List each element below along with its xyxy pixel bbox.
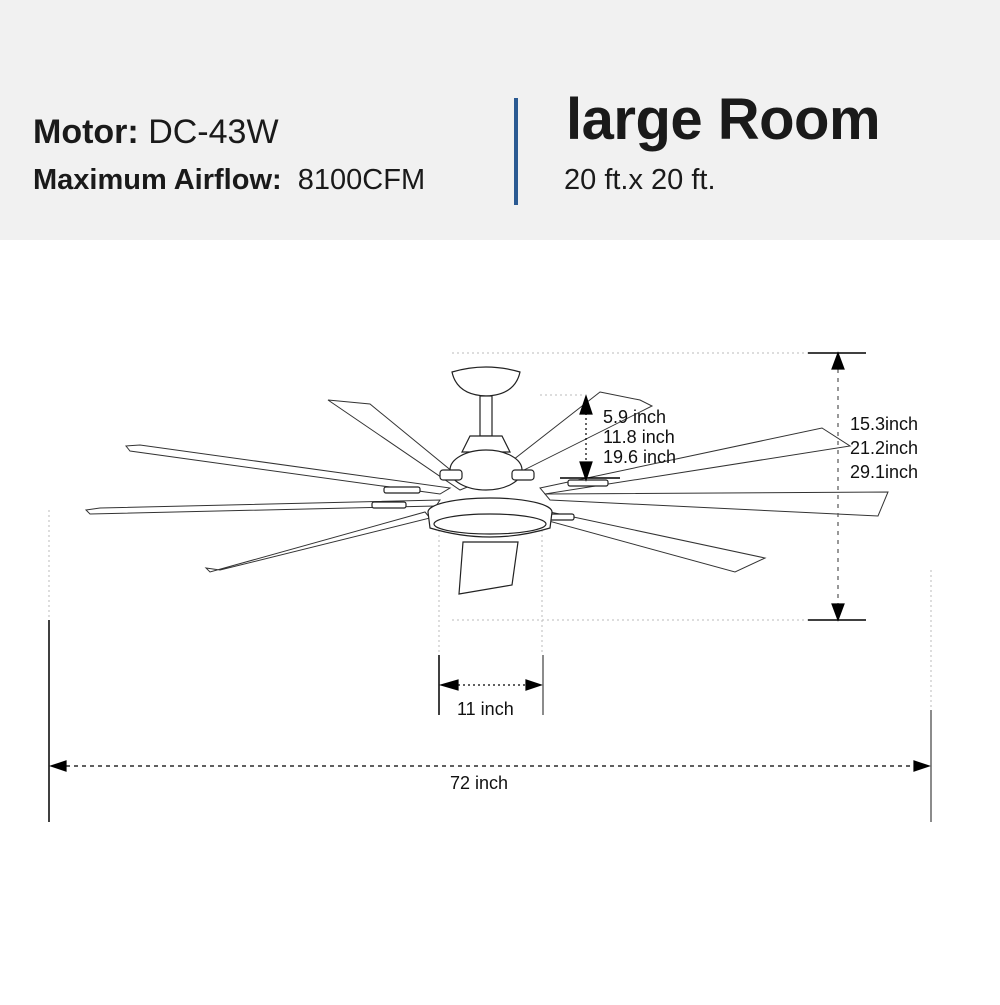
room-title: large Room [566, 87, 881, 152]
motor-spec: Motor: DC-43W [33, 113, 279, 152]
airflow-value: 8100CFM [297, 164, 426, 196]
overall-height-2: 21.2inch [850, 438, 919, 458]
ceiling-fan-drawing-icon [48, 351, 932, 822]
overall-height-3: 29.1inch [850, 462, 919, 482]
room-size: 20 ft.x 20 ft. [564, 164, 716, 196]
motor-label: Motor: [33, 113, 139, 151]
overall-height-1: 15.3inch [850, 414, 919, 434]
motor-value: DC-43W [148, 113, 279, 151]
downrod-length-3: 19.6 inch [603, 447, 677, 467]
downrod-length-1: 5.9 inch [603, 407, 667, 427]
airflow-label: Maximum Airflow: [33, 164, 282, 196]
blade-span: 72 inch [450, 773, 509, 793]
fan-dimension-diagram: 5.9 inch 11.8 inch 19.6 inch 15.3inch 21… [0, 240, 1000, 1000]
downrod-length-2: 11.8 inch [603, 427, 675, 447]
header-divider [514, 98, 518, 205]
light-kit-width: 11 inch [457, 699, 514, 719]
spec-header: Motor: DC-43W Maximum Airflow: 8100CFM l… [0, 0, 1000, 240]
airflow-spec: Maximum Airflow: 8100CFM [33, 164, 425, 197]
